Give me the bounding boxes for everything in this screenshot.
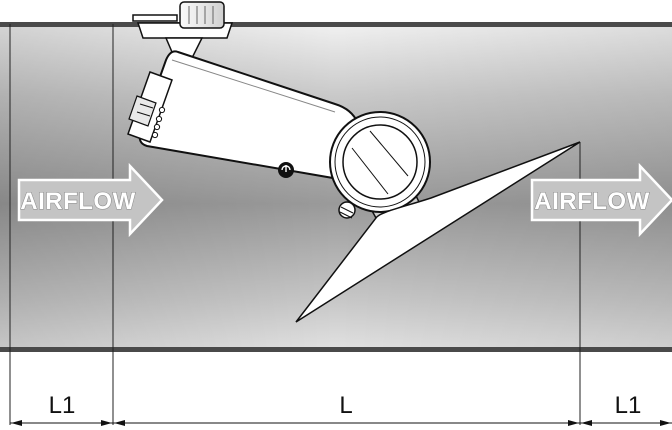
flow-blade xyxy=(295,141,581,323)
housing-screw-icon xyxy=(278,162,294,178)
led-indicator xyxy=(151,131,159,139)
mounting-knob xyxy=(179,1,225,29)
airflow-arrow-right: AIRFLOW xyxy=(530,162,672,238)
dimension-label-l: L xyxy=(339,392,352,419)
airflow-arrow-left: AIRFLOW xyxy=(17,162,164,238)
rotation-ring xyxy=(329,111,431,219)
airflow-label-right: AIRFLOW xyxy=(534,188,649,215)
dimension-label-l1-right: L1 xyxy=(615,392,642,419)
dimension-label-l1-left: L1 xyxy=(49,392,76,419)
dimension-lines xyxy=(10,420,672,426)
led-indicator xyxy=(158,106,166,114)
cable-connector xyxy=(127,71,173,143)
flow-sensor-device xyxy=(127,1,581,323)
led-indicator xyxy=(153,123,161,131)
duct-top-edge xyxy=(0,22,672,27)
led-indicator xyxy=(155,115,163,123)
ring-lock-screw xyxy=(338,201,356,219)
duct-bottom-edge xyxy=(0,347,672,352)
airflow-label-left: AIRFLOW xyxy=(20,188,135,215)
